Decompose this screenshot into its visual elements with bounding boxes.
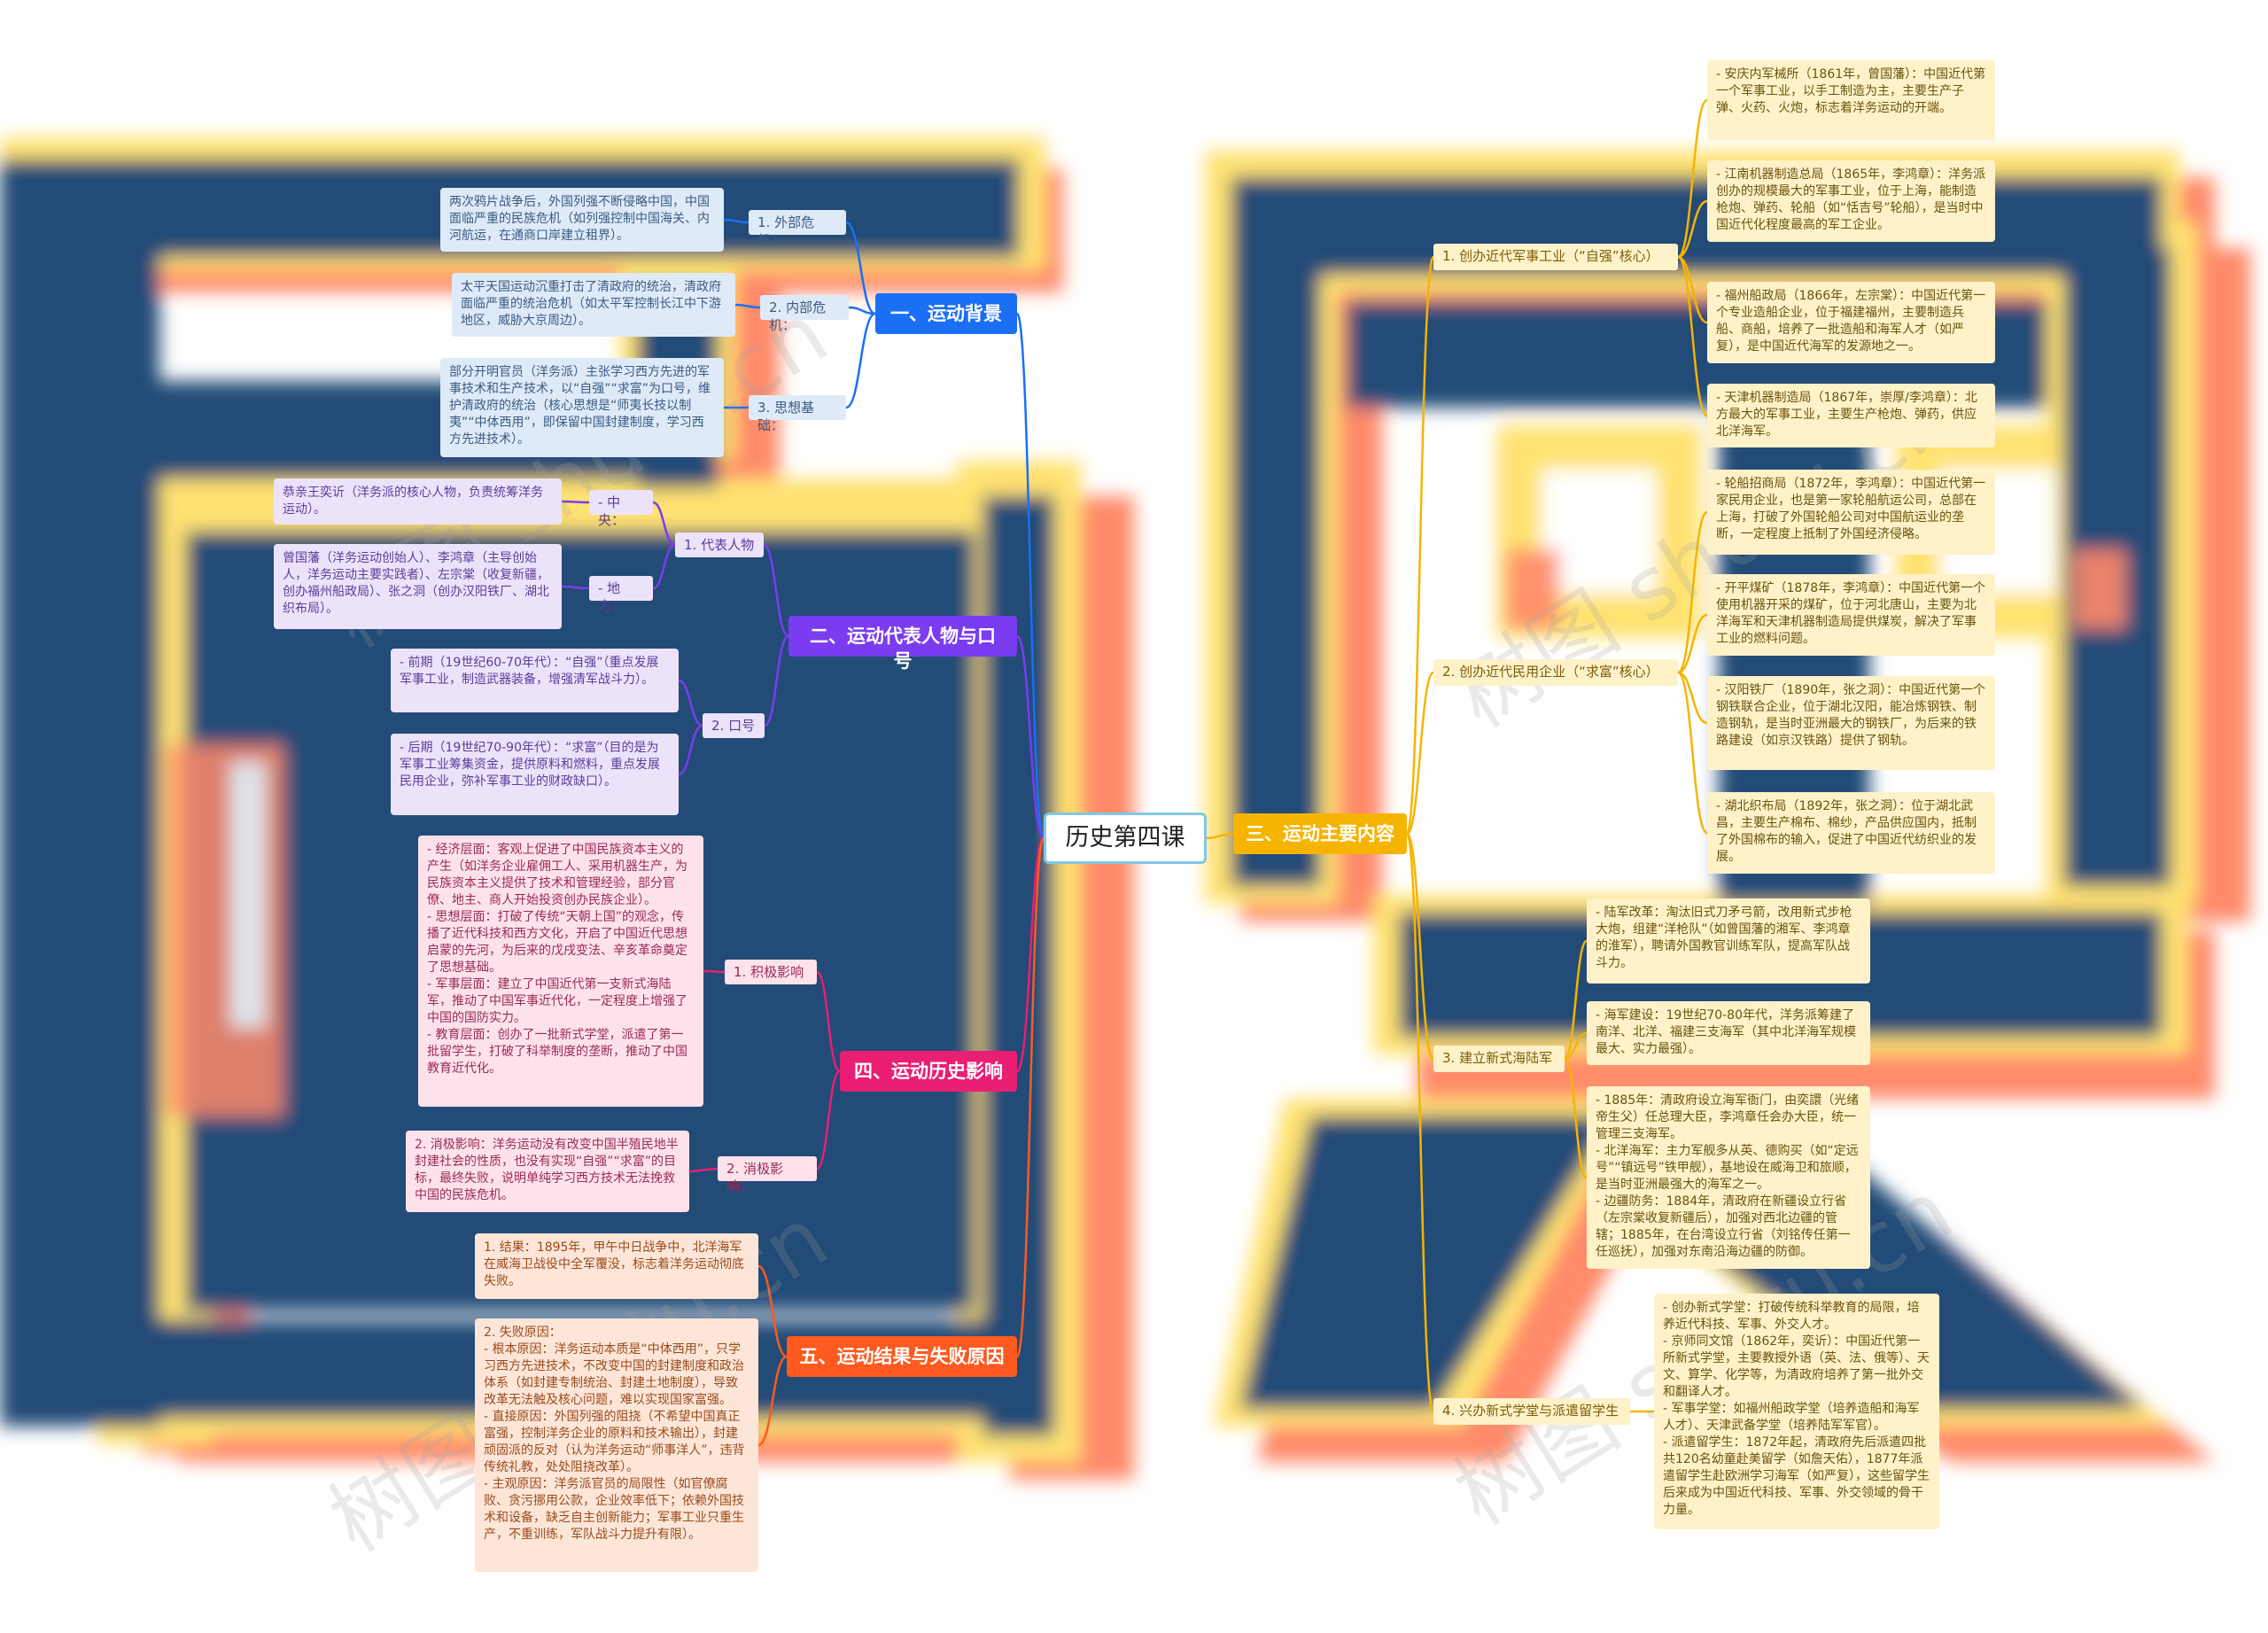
subtopic-representatives[interactable]: 1. 代表人物 [675, 533, 764, 557]
leaf-central[interactable]: 恭亲王奕䜣（洋务派的核心人物，负责统筹洋务运动）。 [274, 478, 562, 525]
leaf-tianjin-arsenal[interactable]: - 天津机器制造局（1867年，崇厚/李鸿章）：北方最大的军事工业，主要生产枪炮… [1707, 384, 1995, 447]
leaf-navy-admiralty[interactable]: - 1885年：清政府设立海军衙门，由奕譞（光绪帝生父）任总理大臣，李鸿章任会办… [1587, 1086, 1870, 1269]
branch-background[interactable]: 一、运动背景 [875, 293, 1017, 334]
leaf-external-crisis[interactable]: 两次鸦片战争后，外国列强不断侵略中国，中国面临严重的民族危机（如列强控制中国海关… [440, 188, 724, 252]
leaf-ideological-basis[interactable]: 部分开明官员（洋务派）主张学习西方先进的军事技术和生产技术，以“自强”“求富”为… [440, 358, 724, 457]
leaf-result[interactable]: 1. 结果：1895年，甲午中日战争中，北洋海军在威海卫战役中全军覆没，标志着洋… [475, 1233, 758, 1299]
leaf-failure-reasons[interactable]: 2. 失败原因： - 根本原因：洋务运动本质是“中体西用”，只学习西方先进技术，… [475, 1318, 758, 1572]
leaf-negative-impact[interactable]: 2. 消极影响：洋务运动没有改变中国半殖民地半封建社会的性质，也没有实现“自强”… [406, 1131, 689, 1212]
subtopic-internal-crisis[interactable]: 2. 内部危机： [760, 295, 849, 333]
branch-figures-slogans[interactable]: 二、运动代表人物与口号 [788, 616, 1017, 672]
leaf-fuzhou-shipyard[interactable]: - 福州船政局（1866年，左宗棠）：中国近代第一个专业造船企业，位于福建福州，… [1707, 282, 1995, 363]
leaf-anqing-arsenal[interactable]: - 安庆内军械所（1861年，曾国藩）：中国近代第一个军事工业，以手工制造为主，… [1707, 60, 1995, 140]
subtopic-ideological-basis[interactable]: 3. 思想基础： [749, 395, 846, 433]
subtopic-central[interactable]: - 中央： [589, 490, 653, 528]
leaf-new-schools[interactable]: - 创办新式学堂：打破传统科举教育的局限，培养近代科技、军事、外交人才。 - 京… [1654, 1294, 1939, 1529]
leaf-positive-impact[interactable]: - 经济层面：客观上促进了中国民族资本主义的产生（如洋务企业雇佣工人、采用机器生… [418, 836, 703, 1107]
subtopic-military-industry[interactable]: 1. 创办近代军事工业（“自强”核心） [1433, 244, 1678, 270]
leaf-slogan-late[interactable]: - 后期（19世纪70-90年代）：“求富”（目的是为军事工业筹集资金，提供原料… [391, 734, 679, 815]
subtopic-new-army-navy[interactable]: 3. 建立新式海陆军 [1433, 1046, 1565, 1072]
root-node[interactable]: 历史第四课 [1044, 813, 1207, 864]
leaf-navy-building[interactable]: - 海军建设：19世纪70-80年代，洋务派筹建了南洋、北洋、福建三支海军（其中… [1587, 1001, 1870, 1065]
leaf-china-merchants[interactable]: - 轮船招商局（1872年，李鸿章）：中国近代第一家民用企业，也是第一家轮船航运… [1707, 470, 1995, 555]
branch-historical-impact[interactable]: 四、运动历史影响 [840, 1051, 1017, 1092]
subtopic-external-crisis[interactable]: 1. 外部危机： [749, 210, 846, 248]
subtopic-negative-impact[interactable]: 2. 消极影响： [718, 1156, 817, 1194]
leaf-local[interactable]: 曾国藩（洋务运动创始人）、李鸿章（主导创始人，洋务运动主要实践者）、左宗棠（收复… [274, 544, 562, 629]
leaf-jiangnan-arsenal[interactable]: - 江南机器制造总局（1865年，李鸿章）：洋务派创办的规模最大的军事工业，位于… [1707, 160, 1995, 242]
leaf-hanyang-ironworks[interactable]: - 汉阳铁厂（1890年，张之洞）：中国近代第一个钢铁联合企业，位于湖北汉阳，能… [1707, 676, 1995, 770]
leaf-slogan-early[interactable]: - 前期（19世纪60-70年代）：“自强”（重点发展军事工业，制造武器装备，增… [391, 649, 679, 712]
leaf-army-reform[interactable]: - 陆军改革：淘汰旧式刀矛弓箭，改用新式步枪大炮，组建“洋枪队”（如曾国藩的湘军… [1587, 898, 1870, 984]
leaf-kaiping-mines[interactable]: - 开平煤矿（1878年，李鸿章）：中国近代第一个使用机器开采的煤矿，位于河北唐… [1707, 574, 1995, 656]
leaf-hubei-textile[interactable]: - 湖北织布局（1892年，张之洞）：位于湖北武昌，主要生产棉布、棉纱，产品供应… [1707, 792, 1995, 874]
subtopic-civil-enterprises[interactable]: 2. 创办近代民用企业（“求富”核心） [1433, 659, 1678, 686]
leaf-internal-crisis[interactable]: 太平天国运动沉重打击了清政府的统治，清政府面临严重的统治危机（如太平军控制长江中… [452, 273, 735, 337]
subtopic-positive-impact[interactable]: 1. 积极影响 [725, 960, 817, 984]
branch-result-failure[interactable]: 五、运动结果与失败原因 [787, 1336, 1017, 1377]
branch-main-content[interactable]: 三、运动主要内容 [1233, 813, 1407, 854]
subtopic-local[interactable]: - 地方： [589, 576, 653, 614]
subtopic-slogans[interactable]: 2. 口号 [703, 713, 765, 738]
subtopic-schools-students[interactable]: 4. 兴办新式学堂与派遣留学生 [1433, 1398, 1630, 1425]
